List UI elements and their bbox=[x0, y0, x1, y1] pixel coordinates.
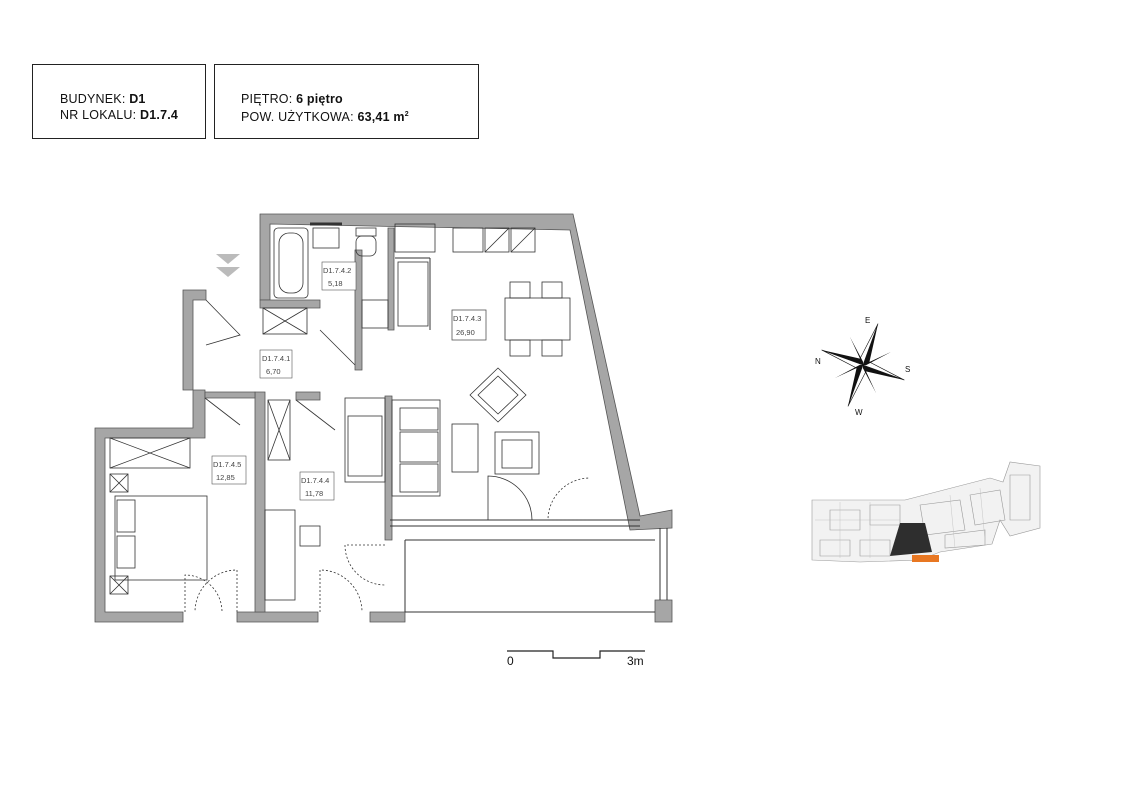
compass-e: E bbox=[865, 316, 870, 325]
building-row: BUDYNEK: D1 bbox=[60, 92, 146, 106]
walls bbox=[94, 213, 673, 623]
key-plan-balcony-highlight bbox=[912, 555, 939, 562]
bedroom-small-furniture bbox=[264, 397, 386, 601]
scale-bar: 0 3m bbox=[507, 650, 645, 668]
doors bbox=[184, 299, 591, 613]
key-plan-unit-highlight bbox=[890, 523, 932, 556]
room-label-4: D1.7.4.4 11,78 bbox=[299, 471, 335, 501]
room-label-2: D1.7.4.2 5,18 bbox=[321, 261, 357, 291]
area-value: 63,41 m2 bbox=[357, 110, 409, 125]
svg-text:5,18: 5,18 bbox=[328, 279, 343, 288]
svg-text:D1.7.4.3: D1.7.4.3 bbox=[453, 314, 481, 323]
svg-text:11,78: 11,78 bbox=[305, 489, 323, 498]
unit-value: D1.7.4 bbox=[140, 108, 179, 122]
unit-row: NR LOKALU: D1.7.4 bbox=[60, 108, 179, 122]
svg-text:12,85: 12,85 bbox=[216, 473, 235, 482]
room-label-1: D1.7.4.1 6,70 bbox=[259, 349, 293, 379]
room-label-5: D1.7.4.5 12,85 bbox=[211, 455, 247, 485]
bedroom-large-furniture bbox=[109, 437, 208, 595]
building-value: D1 bbox=[129, 92, 146, 106]
key-plan-detail bbox=[815, 487, 986, 558]
svg-text:26,90: 26,90 bbox=[456, 328, 475, 337]
bathroom-fixtures bbox=[262, 222, 389, 335]
building-info-box: BUDYNEK: D1 NR LOKALU: D1.7.4 bbox=[32, 64, 206, 139]
entrance-arrow-icon bbox=[216, 254, 240, 277]
area-row: POW. UŻYTKOWA: 63,41 m2 bbox=[241, 110, 409, 125]
room-label-3: D1.7.4.3 26,90 bbox=[451, 309, 487, 341]
room-labels: D1.7.4.1 6,70 D1.7.4.2 5,18 D1.7.4.3 26,… bbox=[211, 261, 487, 501]
kitchen bbox=[394, 223, 536, 327]
compass-icon bbox=[821, 323, 905, 407]
svg-text:6,70: 6,70 bbox=[266, 367, 281, 376]
svg-text:D1.7.4.4: D1.7.4.4 bbox=[301, 476, 329, 485]
svg-text:D1.7.4.2: D1.7.4.2 bbox=[323, 266, 351, 275]
living-furniture bbox=[391, 367, 540, 497]
floor-row: PIĘTRO: 6 piętro bbox=[241, 92, 343, 106]
svg-text:3m: 3m bbox=[627, 654, 644, 668]
floor-info-box: PIĘTRO: 6 piętro POW. UŻYTKOWA: 63,41 m2 bbox=[214, 64, 479, 139]
compass-w: W bbox=[855, 408, 863, 417]
svg-text:D1.7.4.5: D1.7.4.5 bbox=[213, 460, 241, 469]
partitions bbox=[390, 257, 668, 613]
svg-text:D1.7.4.1: D1.7.4.1 bbox=[262, 354, 290, 363]
dining-table bbox=[504, 281, 571, 357]
svg-text:0: 0 bbox=[507, 654, 514, 668]
compass-s: S bbox=[905, 365, 910, 374]
compass-n: N bbox=[815, 357, 821, 366]
floor-value: 6 piętro bbox=[296, 92, 343, 106]
